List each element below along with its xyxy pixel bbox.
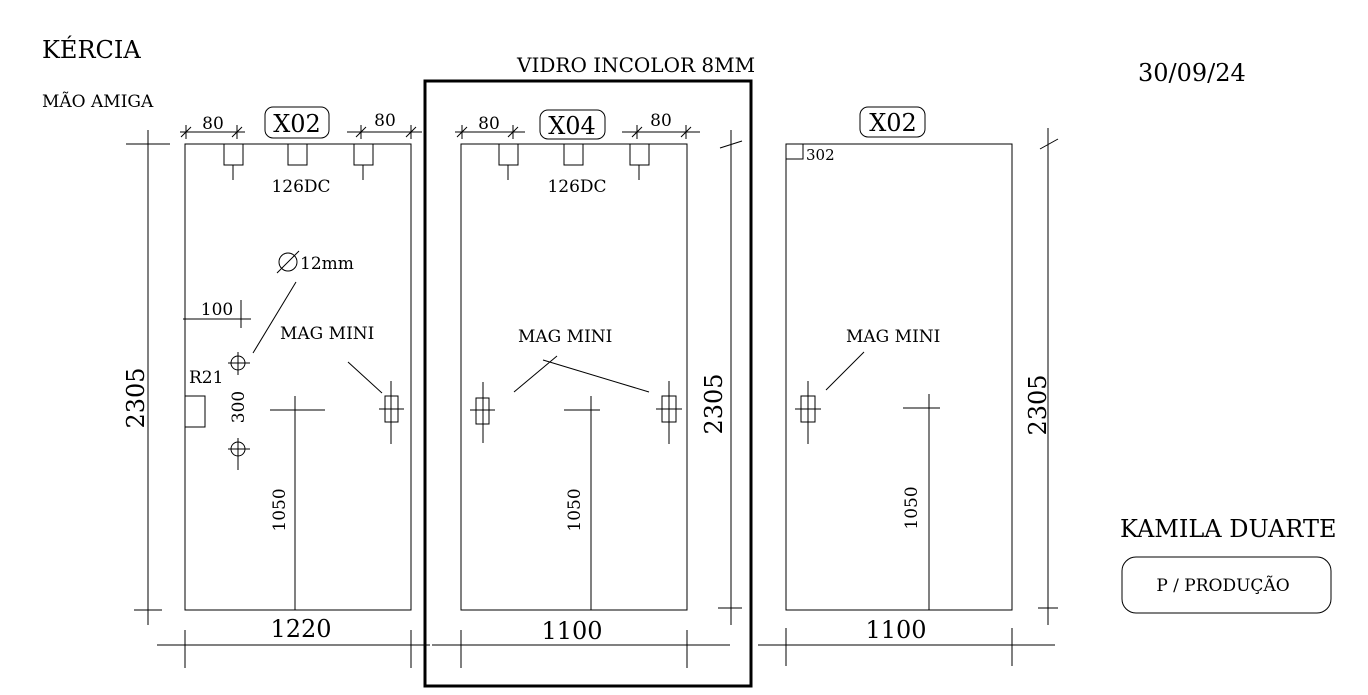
corner-fitting: 302: [806, 146, 835, 164]
hinge-model: 126DC: [547, 177, 606, 197]
author-name: KAMILA DUARTE: [1120, 515, 1336, 543]
qty-badge: [539, 109, 606, 140]
lock-icon: [656, 381, 682, 444]
panel-height: 2305: [700, 373, 728, 434]
hinge-icon: [353, 143, 374, 180]
hinge-dim-right: 80: [347, 111, 422, 139]
diameter-icon: [278, 252, 298, 272]
panel-width: 1100: [541, 617, 602, 645]
production-stamp-box: [1121, 556, 1332, 614]
lock-label: MAG MINI: [518, 327, 612, 347]
hinge-offset-right: 80: [374, 111, 396, 131]
hinge-offset-left: 80: [202, 114, 224, 134]
hole-offset: 100: [201, 300, 233, 320]
panel-height: 2305: [1024, 374, 1052, 435]
hole-spacing: 300: [229, 391, 249, 423]
hinge-model: 126DC: [271, 177, 330, 197]
hinge-icon: [563, 143, 584, 166]
notch-radius: R21: [189, 368, 223, 388]
qty-badge: [264, 106, 330, 139]
lock-label: MAG MINI: [280, 324, 374, 344]
hinge-icon: [223, 143, 244, 180]
hole-icon: [228, 438, 250, 470]
hinge-dim-left: 80: [455, 114, 525, 139]
qty-label: X02: [869, 109, 917, 137]
hinge-offset-left: 80: [478, 114, 500, 134]
hinge-offset-right: 80: [650, 111, 672, 131]
highlight-frame: [423, 79, 753, 688]
qty-label: X02: [273, 110, 321, 138]
hole-icon: [228, 352, 250, 375]
hinge-dim-right: 80: [622, 111, 700, 139]
handle-height: 1050: [270, 488, 290, 531]
panel-1: X02 80 80 126DC: [122, 106, 430, 668]
notch-outline: [185, 395, 206, 428]
lock-icon: [795, 381, 821, 444]
corner-fitting-icon: [786, 144, 804, 160]
company-name: MÃO AMIGA: [42, 91, 154, 112]
lock-label: MAG MINI: [846, 327, 940, 347]
glass-outline: [785, 143, 1013, 611]
hole-diameter: 12mm: [300, 254, 354, 274]
date: 30/09/24: [1138, 59, 1246, 87]
handle-height: 1050: [565, 488, 585, 531]
handle-height: 1050: [902, 486, 922, 529]
panel-height: 2305: [122, 367, 150, 428]
glass-spec: VIDRO INCOLOR 8MM: [516, 53, 755, 77]
panel-2: X04 80 80 126DC MAG MI: [432, 109, 743, 668]
lock-icon: [470, 382, 495, 443]
hinge-icon: [498, 143, 519, 180]
hinge-icon: [629, 143, 650, 180]
qty-badge: [859, 106, 926, 138]
panel-width: 1100: [865, 616, 926, 644]
client-name: KÉRCIA: [42, 35, 141, 64]
panel-3: X02 302 MAG MINI 1050 2305 1100: [758, 106, 1059, 666]
production-stamp: P / PRODUÇÃO: [1156, 575, 1289, 596]
hinge-icon: [287, 143, 308, 166]
hinge-dim-left: 80: [180, 114, 245, 139]
glass-outline: [460, 143, 688, 611]
panel-width: 1220: [270, 615, 331, 643]
qty-label: X04: [548, 112, 596, 140]
lock-icon: [379, 381, 404, 444]
